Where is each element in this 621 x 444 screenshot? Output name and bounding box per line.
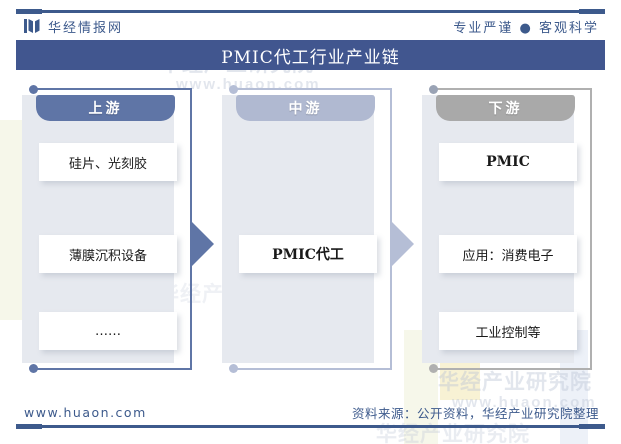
chain-node[interactable]: ……: [39, 312, 177, 350]
footer-site-url[interactable]: www.huaon.com: [24, 404, 147, 420]
bracket-top-line: [233, 88, 392, 90]
column-header-label: 中游: [288, 101, 323, 117]
chain-node-label: 薄膜沉积设备: [68, 248, 147, 264]
chain-node-label: 硅片、光刻胶: [68, 156, 147, 172]
bracket-dot-top: [229, 85, 238, 94]
bracket-dot-bottom: [429, 364, 438, 373]
bracket-right-line: [590, 88, 592, 370]
column-header-downstream: 下游: [436, 95, 575, 121]
value-chain-diagram: 上游 硅片、光刻胶 薄膜沉积设备 …… 中游 PMIC代工: [0, 70, 621, 400]
column-panel: [222, 95, 374, 363]
page-header: 华经情报网 专业严谨 ● 客观科学: [16, 13, 605, 39]
bracket-bottom-line: [433, 368, 592, 370]
footer-source-note: 资料来源：公开资料，华经产业研究院整理: [351, 405, 599, 421]
page-title: PMIC代工行业产业链: [221, 47, 400, 68]
bracket-top-line: [33, 88, 192, 90]
chain-node[interactable]: 工业控制等: [439, 312, 577, 350]
bracket-dot-top: [29, 85, 38, 94]
chain-node-label: ……: [95, 323, 121, 339]
arrow-upstream-to-midstream-icon: [192, 222, 214, 266]
chain-node[interactable]: 薄膜沉积设备: [39, 235, 177, 273]
chain-node[interactable]: 应用：消费电子: [439, 235, 577, 273]
bottom-divider-rule: [16, 424, 605, 429]
column-header-upstream: 上游: [36, 95, 175, 121]
chain-column-downstream: 下游 PMIC 应用：消费电子 工业控制等: [422, 85, 592, 373]
chart-title-bar: PMIC代工行业产业链: [16, 40, 605, 70]
chain-node-label: 应用：消费电子: [462, 248, 554, 264]
top-divider-rule: [16, 9, 605, 14]
column-header-label: 上游: [88, 101, 123, 117]
open-book-icon: [24, 19, 40, 33]
column-header-label: 下游: [488, 101, 523, 117]
bracket-bottom-line: [33, 368, 192, 370]
bracket-dot-bottom: [29, 364, 38, 373]
bracket-dot-top: [429, 85, 438, 94]
bracket-dot-bottom: [229, 364, 238, 373]
chain-column-midstream: 中游 PMIC代工: [222, 85, 392, 373]
chain-node[interactable]: PMIC代工: [239, 235, 377, 273]
bracket-bottom-line: [233, 368, 392, 370]
arrow-midstream-to-downstream-icon: [392, 222, 414, 266]
chain-node[interactable]: PMIC: [439, 143, 577, 181]
header-tagline: 专业严谨 ● 客观科学: [453, 20, 599, 36]
page-footer: www.huaon.com 资料来源：公开资料，华经产业研究院整理: [16, 399, 605, 425]
brand-block: 华经情报网: [16, 17, 123, 36]
column-header-midstream: 中游: [236, 95, 375, 121]
chain-node[interactable]: 硅片、光刻胶: [39, 143, 177, 181]
chain-node-label: PMIC: [486, 154, 530, 170]
bracket-top-line: [433, 88, 592, 90]
brand-name: 华经情报网: [48, 20, 124, 36]
chain-node-label: PMIC代工: [272, 247, 344, 263]
chain-column-upstream: 上游 硅片、光刻胶 薄膜沉积设备 ……: [22, 85, 192, 373]
chain-node-label: 工业控制等: [475, 325, 541, 341]
